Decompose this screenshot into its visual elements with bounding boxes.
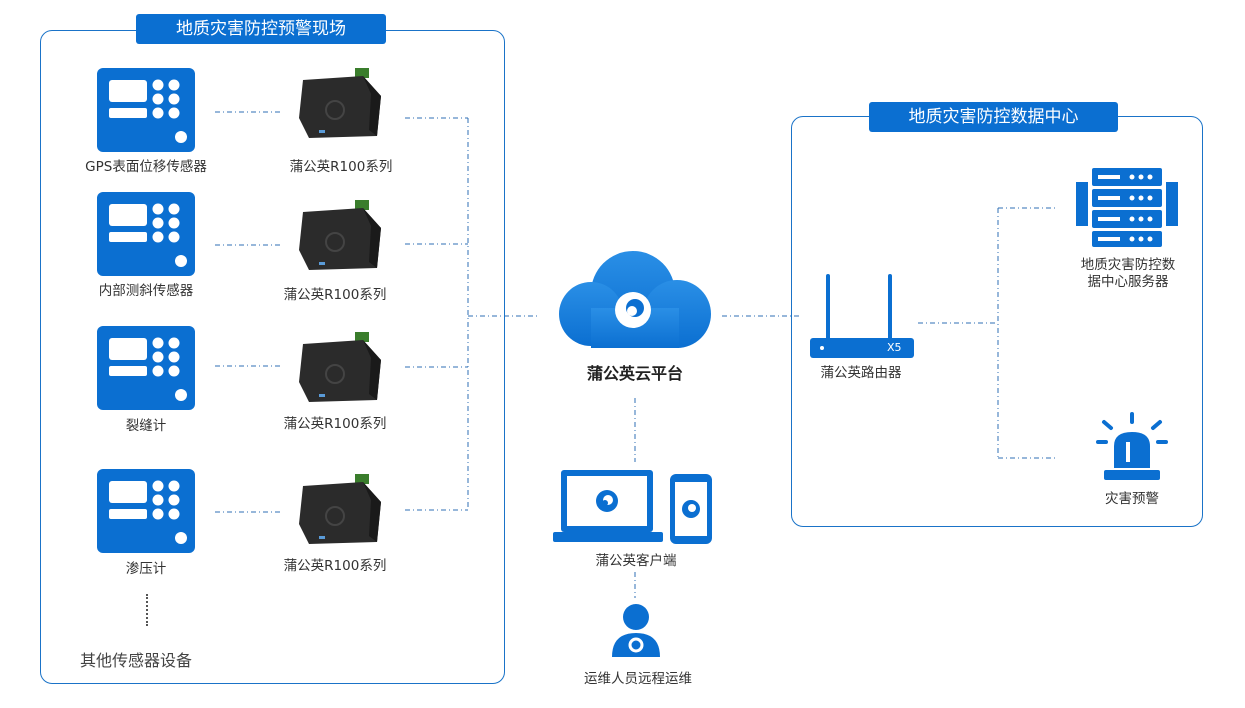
router-r100-label: 蒲公英R100系列: [283, 287, 387, 303]
sensor-label: 裂缝计: [125, 418, 167, 434]
server-icon: [1076, 168, 1178, 252]
router-x5-label: 蒲公英路由器: [820, 365, 902, 381]
phone-icon: [670, 474, 712, 548]
router-r100-icon: [297, 332, 383, 410]
sensor-label: 内部测斜传感器: [98, 283, 194, 299]
router-r100-label: 蒲公英R100系列: [289, 159, 393, 175]
cloud-icon: [555, 248, 713, 362]
operator-icon: [610, 603, 662, 661]
other-sensors-label: 其他传感器设备: [80, 651, 193, 670]
router-r100-icon: [297, 68, 383, 146]
laptop-icon: [553, 470, 663, 548]
sensor-label: 渗压计: [125, 561, 167, 577]
more-dots-icon: [146, 594, 150, 626]
router-r100-label: 蒲公英R100系列: [283, 558, 387, 574]
sensor-icon: [97, 68, 195, 156]
cloud-label: 蒲公英云平台: [586, 364, 684, 383]
sensor-icon: [97, 326, 195, 414]
sensor-icon: [97, 192, 195, 280]
router-x5-icon: [810, 272, 914, 364]
sensor-label: GPS表面位移传感器: [85, 159, 207, 175]
alarm-label: 灾害预警: [1105, 491, 1159, 507]
router-r100-icon: [297, 200, 383, 278]
operator-label: 运维人员远程运维: [584, 671, 692, 687]
router-r100-icon: [297, 474, 383, 552]
server-label-line1: 地质灾害防控数: [1080, 257, 1176, 273]
site-panel-title: 地质灾害防控预警现场: [136, 14, 386, 44]
router-r100-label: 蒲公英R100系列: [283, 416, 387, 432]
router-x5-model: X5: [887, 341, 902, 354]
client-label: 蒲公英客户端: [595, 553, 677, 569]
sensor-icon: [97, 469, 195, 557]
alarm-icon: [1096, 412, 1168, 486]
server-label-line2: 据中心服务器: [1087, 274, 1169, 290]
datacenter-panel-title: 地质灾害防控数据中心: [869, 102, 1118, 132]
